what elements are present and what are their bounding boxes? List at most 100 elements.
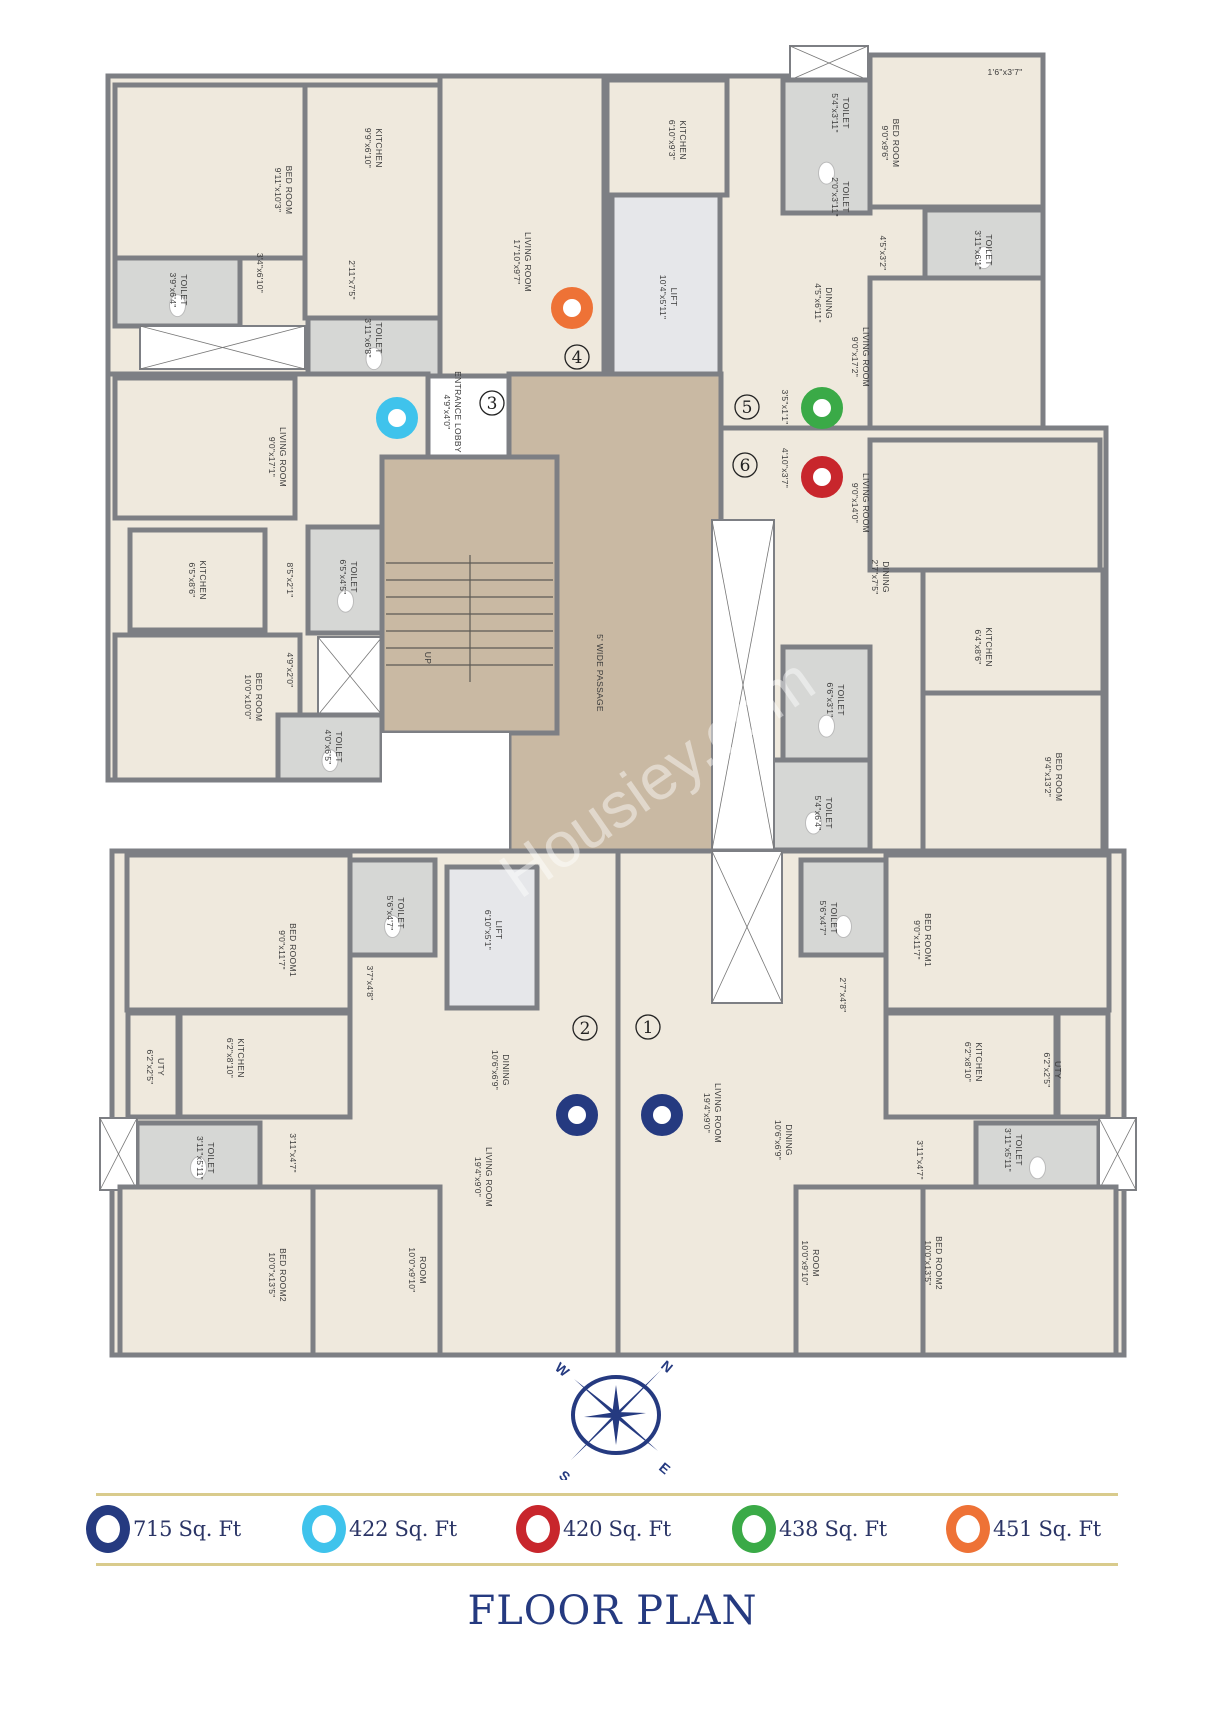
wc-icon [321, 749, 339, 772]
unit-3 [105, 371, 431, 783]
room-label: 3'11"x4'7" [915, 1140, 925, 1180]
ring-icon [302, 1505, 346, 1553]
unit-number: 4 [572, 348, 583, 368]
area-legend: 715 Sq. Ft 422 Sq. Ft 420 Sq. Ft 438 Sq.… [86, 1505, 1136, 1553]
room-name: BED ROOM2 [278, 1248, 288, 1302]
room-name: BED ROOM2 [934, 1236, 944, 1290]
unit-4-marker: 4 [551, 287, 593, 370]
room-labels: BED ROOM9'11"x10'3"KITCHEN9'9"x6'10"TOIL… [145, 67, 1064, 1302]
wc-icon [818, 714, 835, 738]
room-dimension: 4'10"x3'7" [780, 448, 790, 488]
room-name: BED ROOM [254, 673, 264, 722]
room-name: BED ROOM1 [288, 923, 298, 977]
toilet [798, 857, 889, 958]
void-cross [99, 1117, 138, 1191]
room-name: TOILET [824, 797, 834, 828]
unit-1-marker: 1 [635, 1014, 683, 1136]
room-name: KITCHEN [374, 128, 384, 167]
room-dimension: 10'0"x9'10" [800, 1240, 810, 1285]
room-dimension: 2'11"x7'5" [347, 260, 357, 300]
room-name: KITCHEN [236, 1038, 246, 1077]
legend-bottom-rule [96, 1563, 1118, 1566]
unit-area-ring-icon [556, 1094, 598, 1136]
toilet [780, 644, 873, 763]
room-dimension: 2'7"x4'8" [838, 977, 848, 1012]
room-name: ENTRANCE LOBBY [453, 371, 463, 453]
utility [125, 1010, 181, 1120]
kitchen [920, 567, 1106, 696]
void-cross [711, 850, 783, 1004]
room-dimension: 10'6"x6'9" [773, 1120, 783, 1160]
room-dimension: 3'5"x1'1" [780, 389, 790, 424]
room-label: 2'7"x4'8" [838, 977, 848, 1012]
room-name: KITCHEN [984, 627, 994, 666]
legend-area: 715 Sq. Ft [133, 1517, 241, 1541]
unit-1 [615, 848, 1137, 1358]
room-dimension: 9'4"x13'2" [1043, 757, 1053, 797]
unit-number-circle [564, 344, 590, 370]
kitchen [302, 82, 443, 321]
room-name: TOILET [829, 902, 839, 933]
room-dimension: 2'7"x7'5" [870, 559, 880, 594]
room-label: 3'4"x6'10" [255, 253, 265, 293]
room-name: KITCHEN [198, 560, 208, 599]
room-name: LIFT [494, 921, 504, 940]
unit-number: 1 [643, 1018, 654, 1038]
room-name: ROOM [418, 1256, 428, 1284]
unit-6-marker: 6 [732, 452, 843, 498]
room-name: BED ROOM1 [923, 913, 933, 967]
kitchen [127, 527, 268, 633]
room-label: 3'7"x4'8" [365, 965, 375, 1000]
void-cross [317, 636, 383, 716]
room-name: ROOM [811, 1249, 821, 1277]
room-dimension: 4'5"x6'11" [813, 283, 823, 323]
room-dimension: 4'9"x2'0" [285, 652, 295, 687]
kitchen [604, 77, 730, 198]
void-cross [789, 45, 869, 81]
compass-south: S [556, 1467, 573, 1480]
room-name: KITCHEN [974, 1042, 984, 1081]
room-name: DINING [784, 1124, 794, 1156]
compass-north: N [658, 1357, 676, 1376]
unit-area-ring-icon [801, 456, 843, 498]
compass-needle-minor-h [584, 1412, 646, 1418]
unit-2-marker: 2 [556, 1015, 598, 1136]
room-name: DINING [824, 287, 834, 319]
void-cross [139, 325, 306, 370]
legend-area: 451 Sq. Ft [993, 1517, 1101, 1541]
room-label: 2'11"x7'5" [347, 260, 357, 300]
room-dimension: 3'11"x5'11" [195, 1136, 205, 1180]
wc-icon [1029, 1156, 1046, 1180]
room-dimension: 1'6"x3'7" [987, 67, 1022, 77]
room-label: 8'5"x2'1" [285, 562, 295, 597]
legend-item-715: 715 Sq. Ft [86, 1505, 241, 1553]
utility [1055, 1010, 1111, 1120]
wc-icon [835, 915, 852, 938]
rooms-layer [99, 45, 1137, 1358]
room-dimension: 9'0"x14'0" [850, 483, 860, 523]
unit-number-circle [572, 1015, 598, 1041]
unit-6 [711, 425, 1109, 854]
room-dimension: 3'9"x6'4" [168, 272, 178, 307]
legend-item-438: 438 Sq. Ft [732, 1505, 887, 1553]
